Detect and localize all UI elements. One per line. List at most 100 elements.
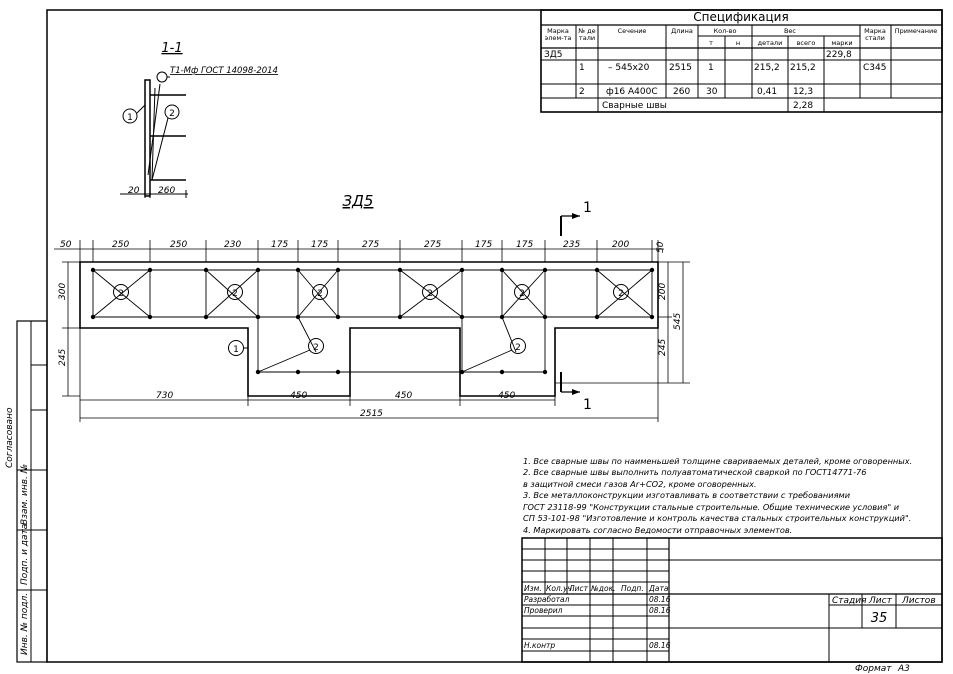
stamp-inv-podl: Инв. № подл. [20,593,30,655]
top-dim-9: 175 [516,240,533,250]
format-label: Формат [855,664,892,674]
plan-callout-h [510,338,526,354]
section-dim-260: 260 [158,186,175,196]
plan-callout-a-label: 2 [118,289,124,299]
section-leader-note: Т1-Мф ГОСТ 14098-2014 [170,66,278,76]
section-view-title: 1-1 [161,41,182,56]
top-dim-5: 175 [311,240,328,250]
plan-callout-d-label: 2 [427,289,433,299]
section-marker-bottom-label: 1 [583,397,592,413]
spec-row1-section: – 545х20 [608,63,650,73]
plan-callouts: 2 2 2 2 2 2 1 2 2 [113,284,629,356]
plan-callout-h-label: 2 [515,343,521,353]
tb-role-ncontrol: Н.контр [524,641,555,650]
tb-sheets-label: Листов [901,596,936,606]
bottom-dim-2: 450 [395,391,412,401]
bottom-dim-3: 450 [498,391,515,401]
plan-view: ЗД5 [54,192,690,422]
section-view: 1-1 Т1-Мф ГОСТ 14098-2014 1 2 20 260 [120,41,278,198]
note-2: 2. Все сварные швы выполнить полуавтомат… [523,467,866,477]
plan-callout-e [514,284,530,300]
note-2b: в защитной смеси газов Ar+CO2, кроме ого… [523,479,757,489]
plan-callout-f-label: 2 [618,289,624,299]
plan-callout-plate [228,340,244,356]
rebar-grid [92,269,653,373]
overall-length: 2515 [360,409,383,419]
spec-h-qty-n: н [736,39,740,47]
spec-row1-no: 1 [579,63,585,73]
note-4: 4. Маркировать согласно Ведомости отправ… [523,525,792,535]
top-dim-12: 50 [656,241,666,253]
spec-welds-label: Сварные швы [602,101,667,111]
spec-row2-qty: 30 [706,87,718,97]
spec-row2-no: 2 [579,87,585,97]
tb-date-developer: 08.16 [649,595,671,604]
top-dim-4: 175 [271,240,288,250]
top-dimension-chain [54,240,664,262]
plan-callout-c [312,284,328,300]
left-dimension-chain [62,261,80,397]
top-dim-0: 50 [60,240,72,250]
plan-callout-g [308,338,324,354]
spec-h-weight-mark: марки [831,39,852,47]
top-dim-7: 275 [424,240,441,250]
spec-row2-wpart: 0,41 [757,87,777,97]
spec-mark: ЗД5 [544,50,563,60]
general-notes: 1. Все сварные швы по наименьшей толщине… [523,456,912,535]
title-block: Изм. Кол.уч. Лист №док. Подп. Дата Разра… [521,537,943,663]
spec-weight-mark: 229,8 [826,50,852,60]
spec-h-weight-part: детали [758,39,783,47]
right-dim-1: 245 [658,339,668,356]
top-dim-8: 175 [475,240,492,250]
tb-role-developer: Разработал [524,595,570,604]
spec-h-qty-t: т [709,39,713,47]
note-1: 1. Все сварные швы по наименьшей толщине… [523,456,912,466]
tb-col-list: Лист [568,584,589,593]
section-marker-top-label: 1 [583,200,592,216]
spec-h-section: Сечение [618,27,647,35]
section-dim-20: 20 [128,186,140,196]
bottom-dimension-chain [79,328,659,422]
spec-row1-wtotal: 215,2 [790,63,816,73]
plan-callout-c-label: 2 [317,289,323,299]
note-3: 3. Все металлоконструкции изготавливать … [523,490,851,500]
spec-welds-weight: 2,28 [793,101,813,111]
spec-row2-wtotal: 12,3 [793,87,813,97]
section-marker-bottom: 1 [560,372,592,413]
bottom-dim-1: 450 [290,391,307,401]
plan-callout-e-label: 2 [519,289,525,299]
stamp-soglasovano: Согласовано [5,407,15,468]
tb-col-data: Дата [648,584,669,593]
tb-date-checker: 08.16 [649,606,671,615]
stamp-podp-data: Подп. и дата [20,524,30,585]
spec-title: Спецификация [693,10,788,24]
spec-row1-length: 2515 [669,63,692,73]
spec-h-weight: Вес [784,27,796,35]
plan-callout-b-label: 2 [232,289,238,299]
spec-row2-section: ф16 А400С [606,87,658,97]
tb-sheet-number: 35 [871,611,888,626]
plan-callout-f [613,284,629,300]
spec-h-length: Длина [671,27,693,35]
tb-stage-label: Стадия [832,596,867,606]
bottom-dimension-labels: 730 450 450 450 2515 [156,391,515,419]
bottom-dim-0: 730 [156,391,173,401]
spec-row1-wpart: 215,2 [754,63,780,73]
spec-row1-steel: С345 [863,63,886,73]
left-dim-0: 300 [58,283,68,300]
section-marker-top: 1 [560,200,592,236]
plan-title: ЗД5 [343,192,374,210]
plan-callout-plate-label: 1 [233,345,239,355]
spec-h-weight-total: всего [797,39,816,47]
format-value: А3 [897,664,910,674]
top-dim-11: 200 [612,240,629,250]
spec-h-qty: Кол-во [714,27,737,35]
top-dimension-labels: 50 250 250 230 175 175 275 275 175 175 2… [60,240,666,253]
tb-date-ncontrol: 08.16 [649,641,671,650]
section-callout-1 [122,108,138,124]
tb-sheet-label: Лист [868,596,893,606]
tb-col-podp: Подп. [621,584,644,593]
